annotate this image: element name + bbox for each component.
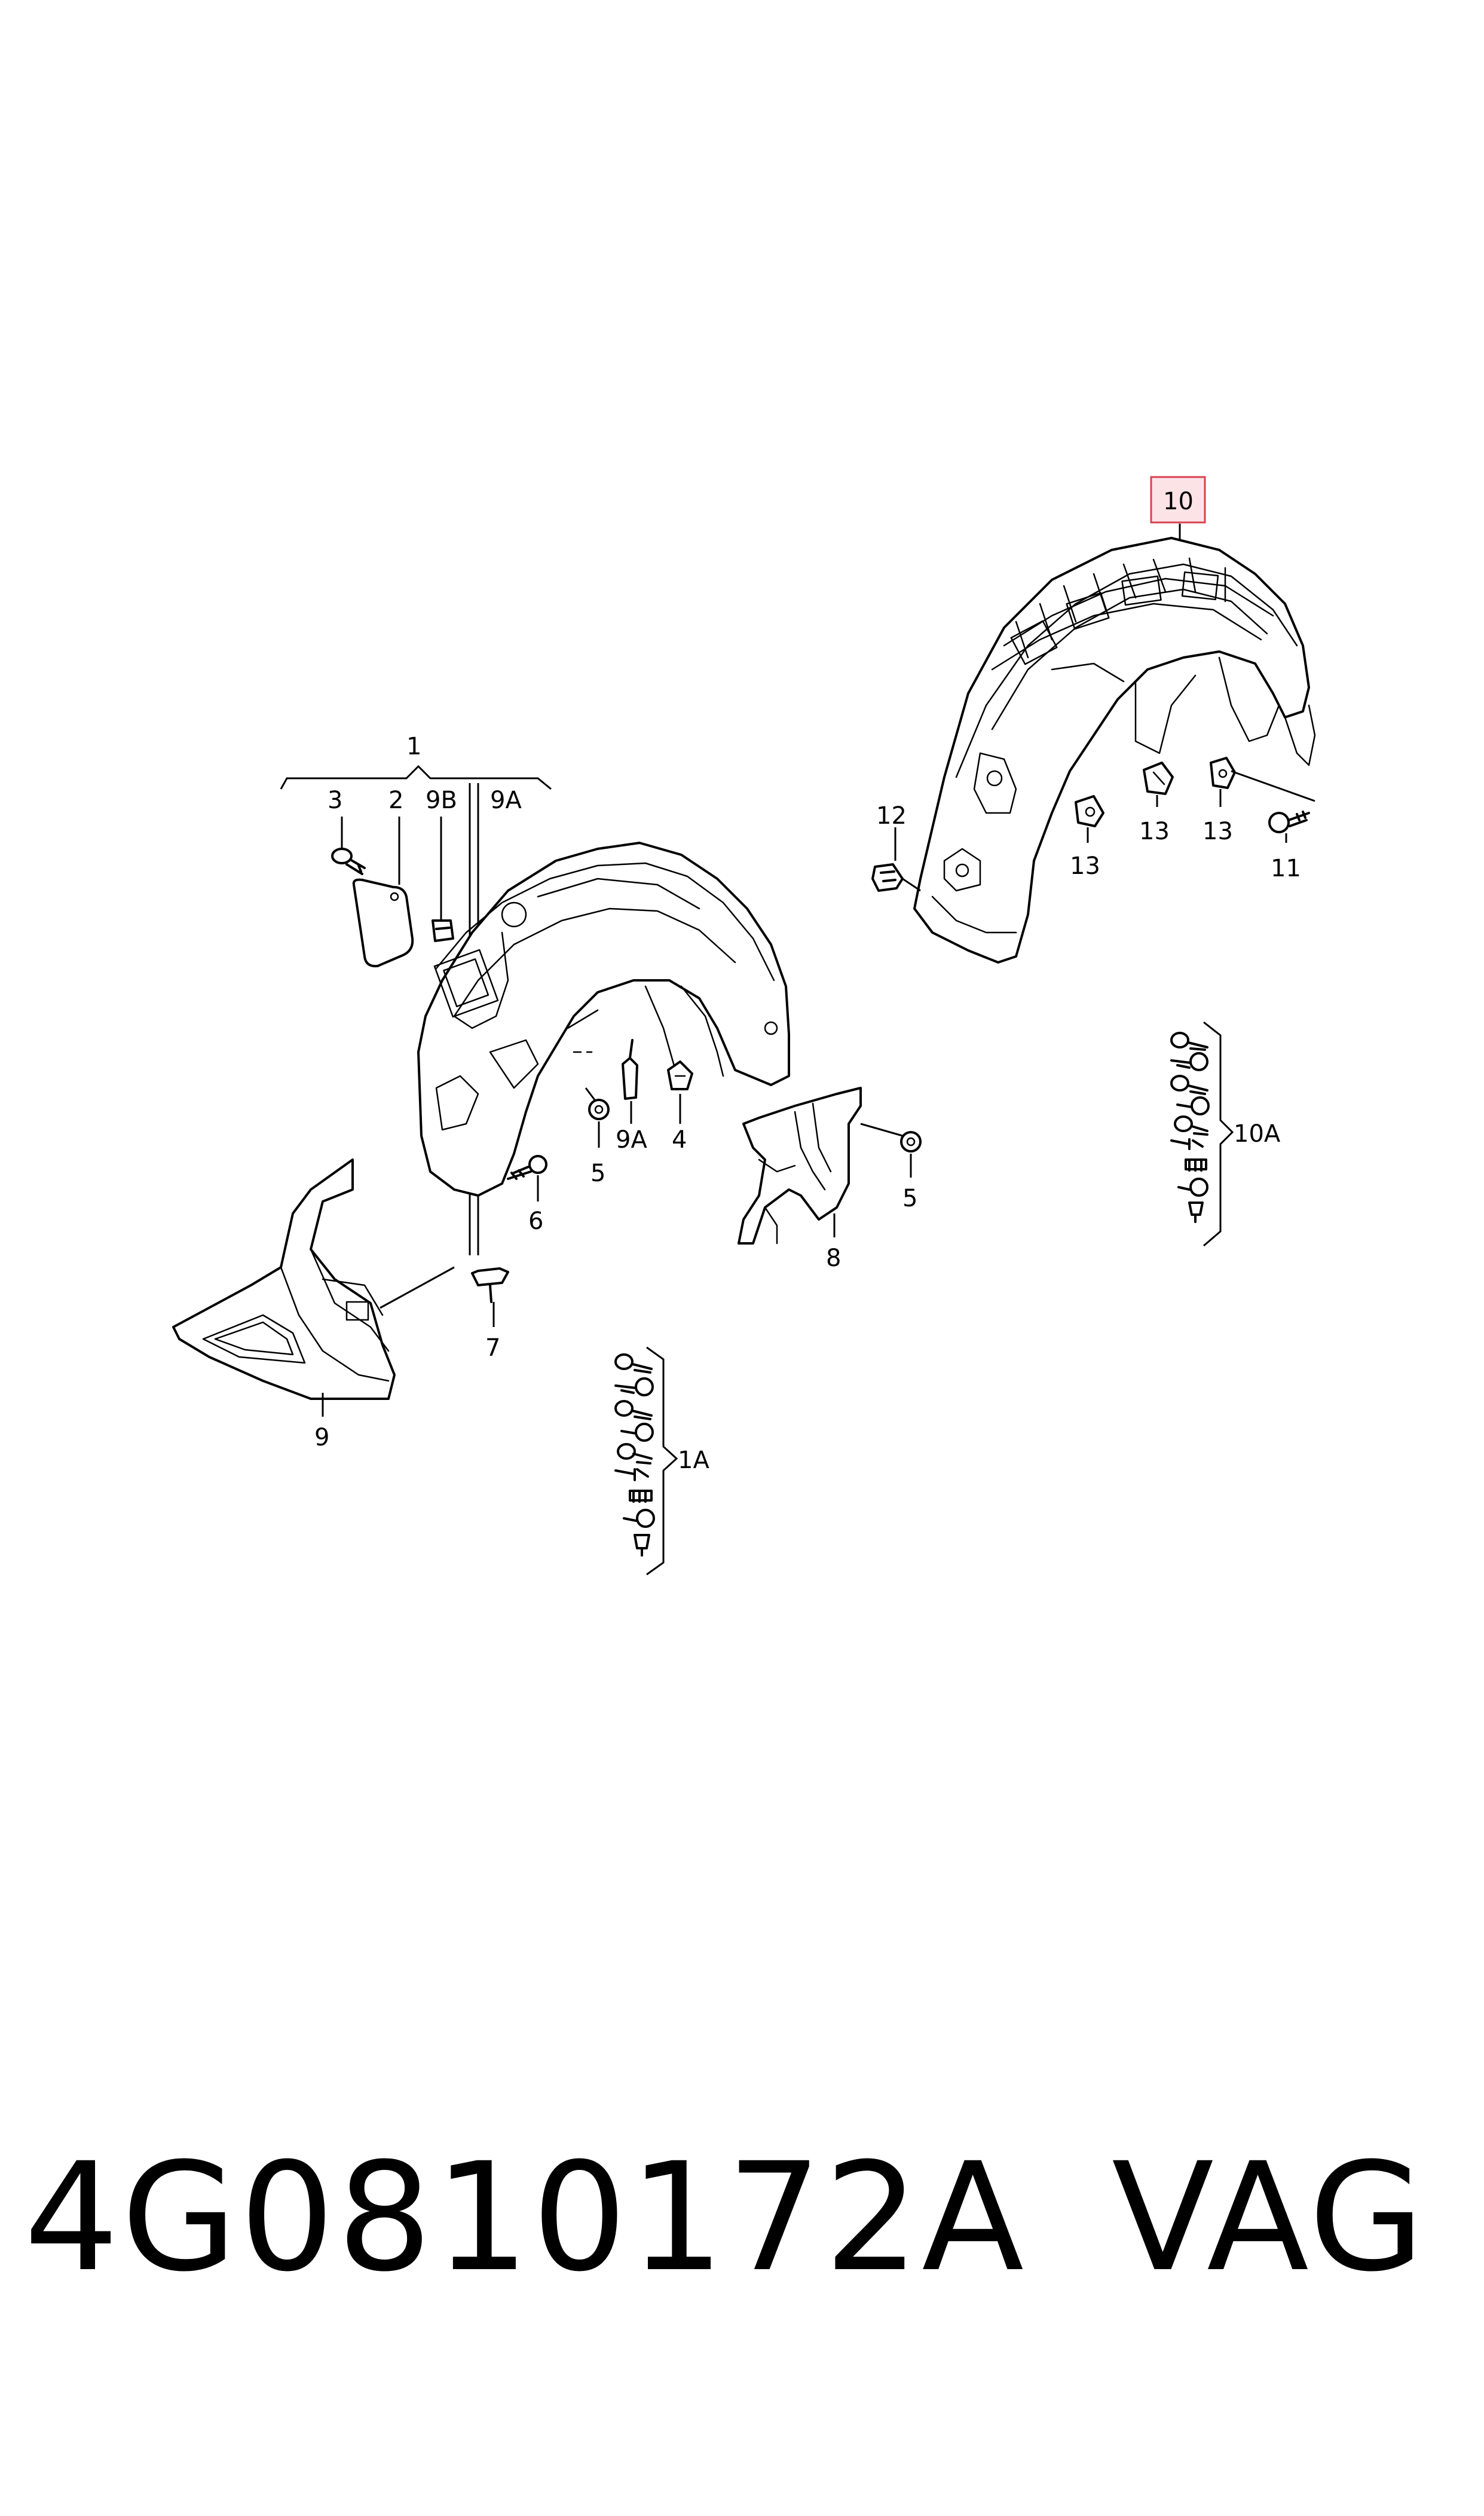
lower-shield-part-9 <box>172 1158 396 1400</box>
label-9a-top: 9A <box>490 787 522 814</box>
clip-nut-part-12 <box>871 863 904 892</box>
clip-part-13-b <box>1143 762 1174 795</box>
label-1: 1 <box>406 733 421 760</box>
screw-part-6 <box>507 1155 547 1180</box>
label-10: 10 <box>1163 488 1194 515</box>
label-9b: 9B <box>426 787 457 814</box>
wheel-housing-liner-left <box>417 842 790 1197</box>
fastener-kit-1a <box>614 1353 655 1557</box>
label-11: 11 <box>1271 855 1301 882</box>
footer: 4G0810172A VAG <box>24 2128 1470 2307</box>
clip-part-9a <box>622 1039 638 1100</box>
screw-part-11 <box>1268 811 1310 833</box>
nut-part-5-left <box>588 1099 610 1120</box>
fastener-kit-10a <box>1170 1032 1210 1223</box>
label-5-left: 5 <box>590 1160 605 1187</box>
label-9: 9 <box>314 1424 329 1451</box>
label-2: 2 <box>388 787 403 814</box>
part-number: 4G0810172A <box>24 2130 1027 2304</box>
label-7: 7 <box>485 1334 500 1362</box>
label-13-c: 13 <box>1203 818 1233 845</box>
label-13-a: 13 <box>1070 852 1100 880</box>
label-5-right: 5 <box>902 1185 917 1212</box>
wheel-housing-liner-rear-part-10[interactable] <box>913 537 1316 964</box>
label-8: 8 <box>826 1245 841 1272</box>
label-10a: 10A <box>1234 1120 1281 1148</box>
brand-name: VAG <box>1112 2130 1427 2304</box>
clip-part-13-c <box>1210 757 1236 789</box>
label-10a-bracket <box>1203 1021 1234 1247</box>
label-4: 4 <box>672 1126 687 1154</box>
cover-plate-part-2 <box>352 878 414 968</box>
clip-part-9b <box>432 919 454 942</box>
nut-part-5-right <box>900 1131 922 1152</box>
bolt-part-3 <box>331 848 366 875</box>
label-9a-mid: 9A <box>616 1126 647 1154</box>
label-3: 3 <box>328 787 342 814</box>
label-1-bracket <box>280 765 552 790</box>
label-1a-bracket <box>646 1346 678 1576</box>
bracket-part-8 <box>738 1087 862 1245</box>
label-1a: 1A <box>678 1447 709 1474</box>
clip-part-4 <box>667 1060 693 1090</box>
label-12: 12 <box>876 802 907 830</box>
rivet-part-7 <box>471 1267 509 1303</box>
clip-part-13-a <box>1075 795 1104 827</box>
label-10-highlight <box>1150 476 1206 524</box>
label-6: 6 <box>528 1207 543 1235</box>
label-13-b: 13 <box>1139 818 1170 845</box>
